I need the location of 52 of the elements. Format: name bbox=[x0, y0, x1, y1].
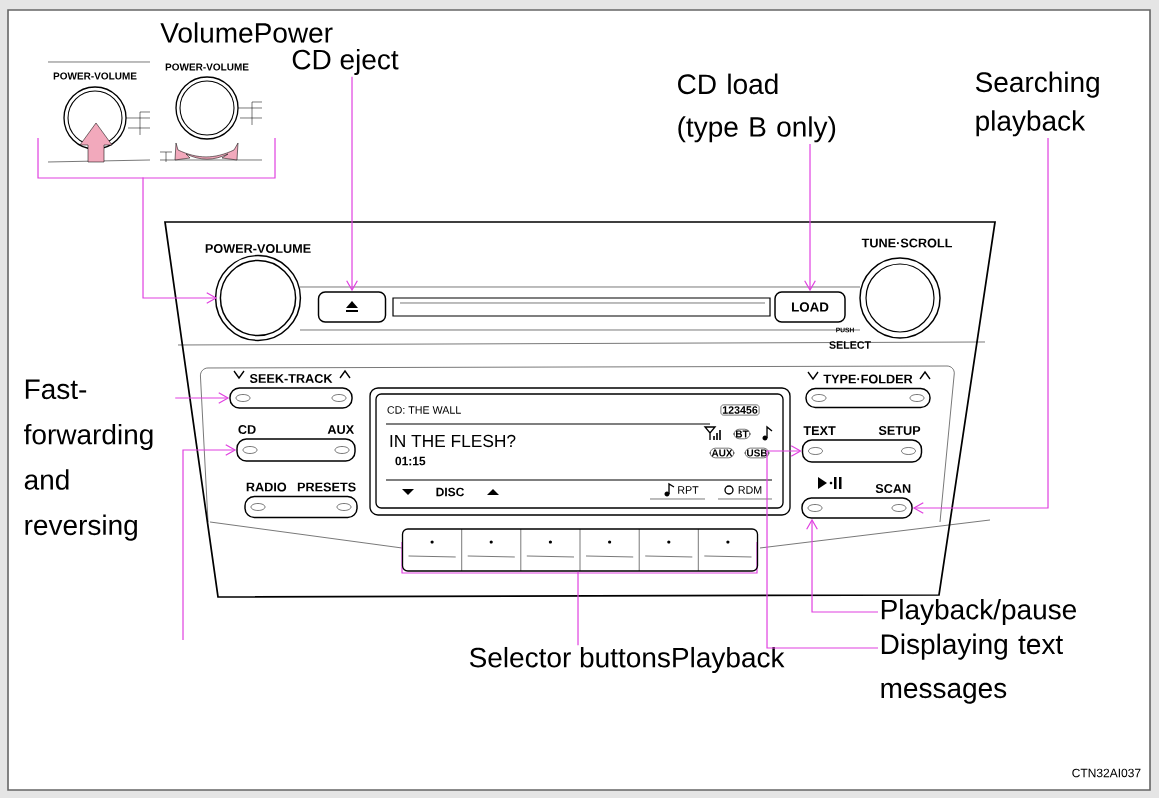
panel-label: RDM bbox=[738, 486, 762, 494]
panel-label: TUNE·SCROLL bbox=[861, 238, 952, 248]
panel-label: CTN32AI037 bbox=[1072, 768, 1141, 778]
node-label: TYPE·FOLDER bbox=[823, 374, 913, 384]
node-label: RADIO bbox=[246, 482, 287, 492]
callout-text: Playback/pause bbox=[881, 598, 1076, 626]
knob: POWER-VOLUME bbox=[205, 244, 311, 342]
panel-label: RPT bbox=[678, 486, 699, 494]
panel-label: SELECT bbox=[829, 341, 871, 349]
node-label: TEXT bbox=[803, 426, 836, 435]
callout-text: CD load (type B only) bbox=[678, 73, 836, 143]
panel-label: 123456 bbox=[720, 404, 760, 416]
panel-label: IN THE FLESH? bbox=[390, 434, 516, 448]
node-label: SETUP bbox=[878, 426, 921, 435]
callout-text: CD eject bbox=[292, 48, 399, 76]
leader-line bbox=[142, 176, 218, 304]
button: SEEK-TRACK bbox=[229, 374, 353, 409]
leader-line bbox=[577, 571, 579, 646]
node-label: POWER-VOLUME bbox=[205, 244, 311, 253]
panel-label: AUX bbox=[709, 447, 735, 459]
panel-label: USB bbox=[744, 447, 770, 459]
node-label: SEEK-TRACK bbox=[249, 374, 333, 383]
panel-label: BT bbox=[733, 428, 751, 440]
button: TEXT SETUP bbox=[801, 426, 923, 463]
button: TYPE·FOLDER bbox=[805, 374, 931, 409]
preset-buttons bbox=[401, 528, 759, 572]
load-button: LOAD bbox=[774, 291, 846, 323]
leader-line bbox=[346, 76, 358, 292]
node-label: SCAN bbox=[875, 484, 911, 493]
button: SCAN bbox=[801, 484, 913, 519]
panel-label: CD: THE WALL bbox=[387, 406, 461, 414]
callout-text: Displaying text messages bbox=[881, 633, 1063, 704]
panel-label: DISC bbox=[436, 487, 464, 497]
node-label: AUX bbox=[327, 425, 355, 434]
panel-label: POWER-VOLUME bbox=[165, 63, 249, 71]
button: RADIO PRESETS bbox=[244, 482, 358, 519]
leader-line bbox=[804, 143, 816, 292]
button: CD AUX bbox=[236, 425, 356, 462]
leader-line bbox=[766, 445, 879, 649]
node-label: PRESETS bbox=[297, 482, 356, 492]
callout-text: Searching playback bbox=[975, 71, 1099, 137]
leader-line bbox=[182, 444, 237, 641]
node-label: CD bbox=[238, 425, 256, 434]
panel-label: POWER-VOLUME bbox=[53, 72, 137, 80]
callout-text: VolumePower bbox=[160, 22, 333, 43]
leader-line bbox=[806, 518, 879, 613]
leader-line bbox=[174, 392, 230, 404]
callout-text: Selector buttonsPlayback bbox=[469, 646, 785, 674]
panel-label: 01:15 bbox=[395, 456, 426, 466]
leader-line bbox=[912, 137, 1049, 514]
eject-button bbox=[317, 291, 387, 323]
callout-text: Fast- forwarding and reversing bbox=[24, 379, 153, 541]
